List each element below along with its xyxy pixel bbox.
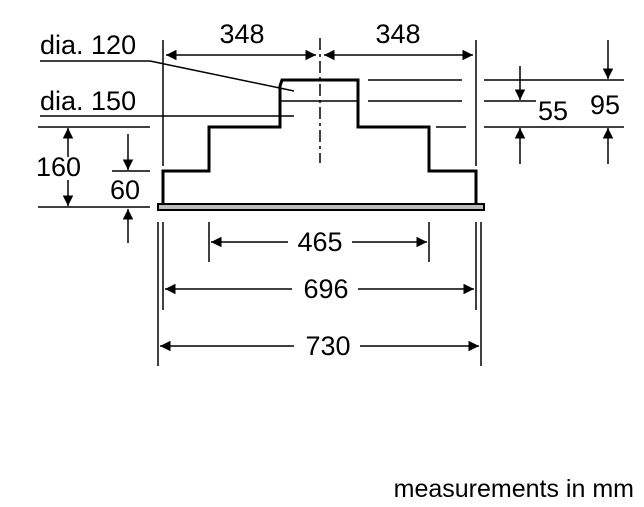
dia-120-leader-diagonal bbox=[149, 60, 295, 92]
dim-348-left-label: 348 bbox=[219, 19, 264, 49]
units-note: measurements in mm bbox=[394, 475, 634, 503]
dim-60-label: 60 bbox=[110, 175, 140, 205]
mounting-plate bbox=[157, 203, 485, 211]
dia-150-label: dia. 150 bbox=[40, 86, 136, 116]
dim-348-right-label: 348 bbox=[375, 19, 420, 49]
dim-95-label: 95 bbox=[590, 90, 620, 120]
dim-55-label: 55 bbox=[538, 96, 568, 126]
dim-160-label: 160 bbox=[36, 152, 81, 182]
dim-730-label: 730 bbox=[305, 331, 350, 361]
dia-120-label: dia. 120 bbox=[40, 30, 136, 60]
dim-465-label: 465 bbox=[297, 227, 342, 257]
hood-outline bbox=[161, 78, 478, 203]
dim-696-label: 696 bbox=[303, 274, 348, 304]
